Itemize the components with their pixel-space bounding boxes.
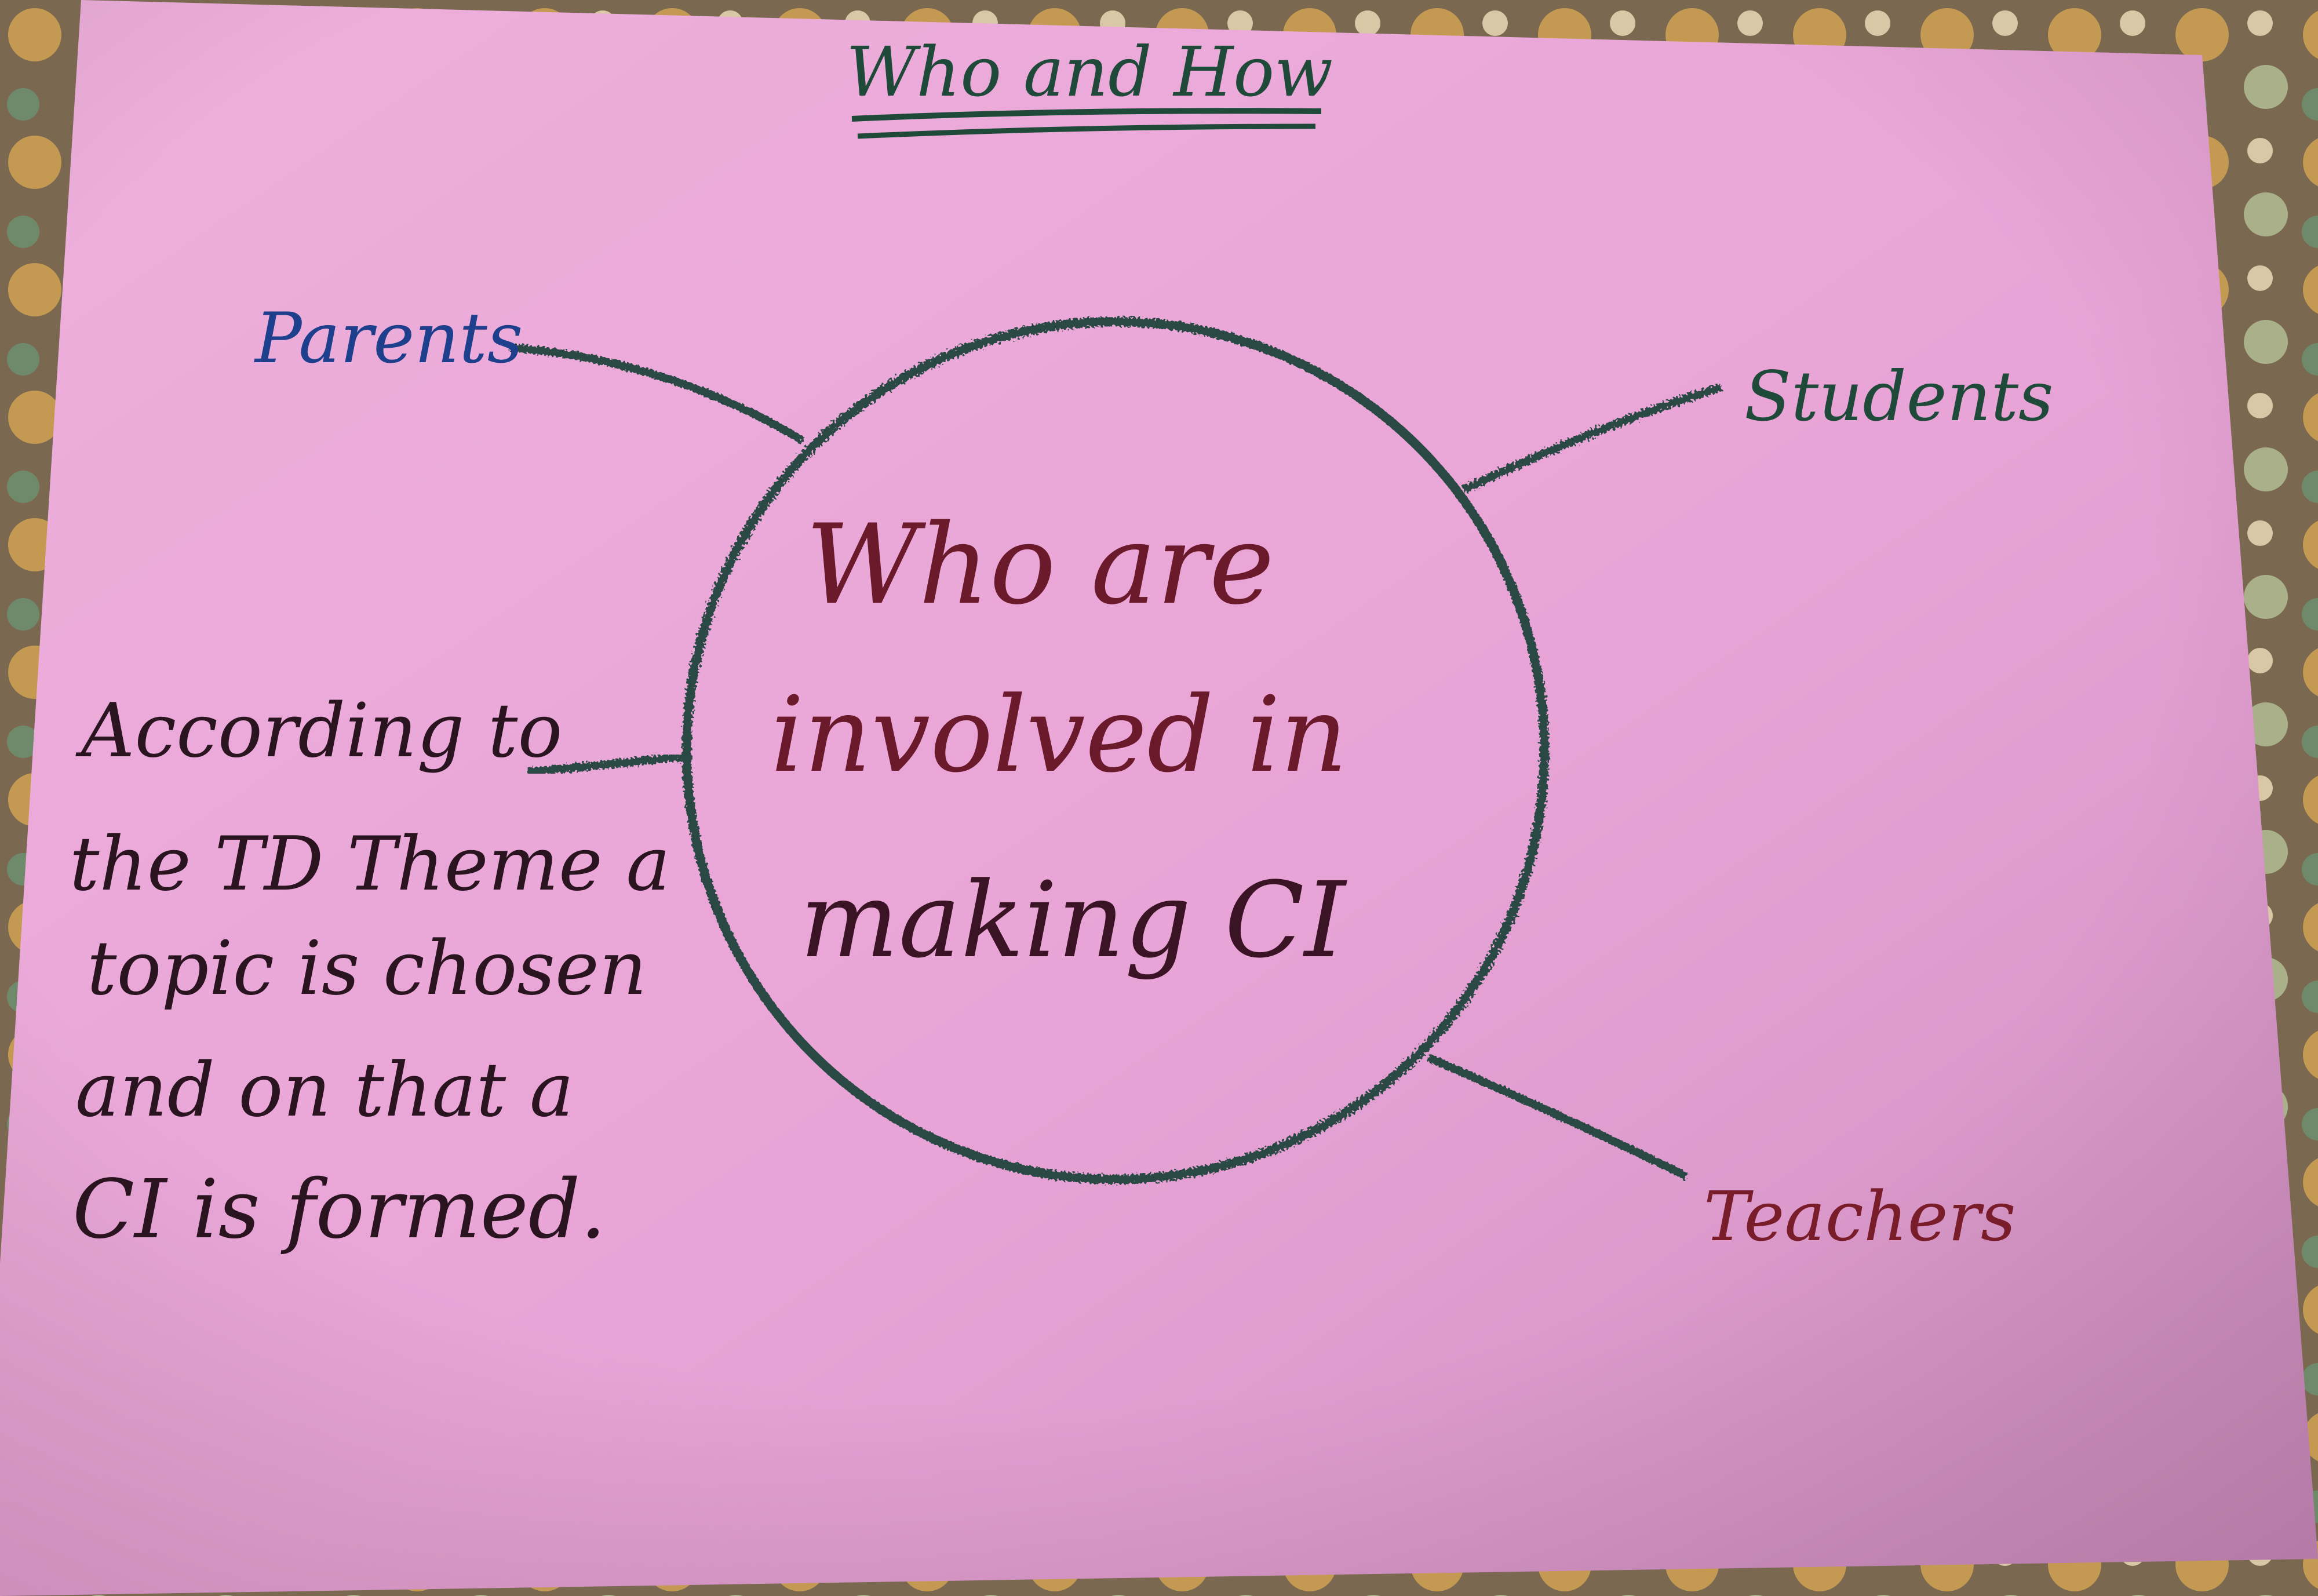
connector-parents (509, 344, 805, 444)
title-underline (851, 108, 1322, 122)
how-text-line2: the TD Theme a (70, 821, 670, 908)
connector-students (1461, 383, 1723, 494)
center-text-line1: Who are (806, 501, 1274, 629)
connector-how (527, 752, 684, 776)
center-text-line2: involved in (771, 675, 1347, 796)
how-text-line4: and on that a (75, 1047, 574, 1134)
center-circle (682, 317, 1549, 1184)
center-text-line3: making CI (800, 860, 1347, 981)
how-text-line5: CI is formed. (72, 1163, 606, 1257)
connector-teachers (1427, 1054, 1689, 1180)
branch-label-parents: Parents (254, 298, 523, 379)
page-title: Who and How (846, 32, 1333, 112)
how-text-line1: According to (75, 688, 563, 774)
title-underline-2 (857, 123, 1316, 139)
how-text-line3: topic is chosen (87, 925, 647, 1012)
branch-label-teachers: Teachers (1704, 1176, 2016, 1256)
branch-label-students: Students (1744, 356, 2054, 436)
